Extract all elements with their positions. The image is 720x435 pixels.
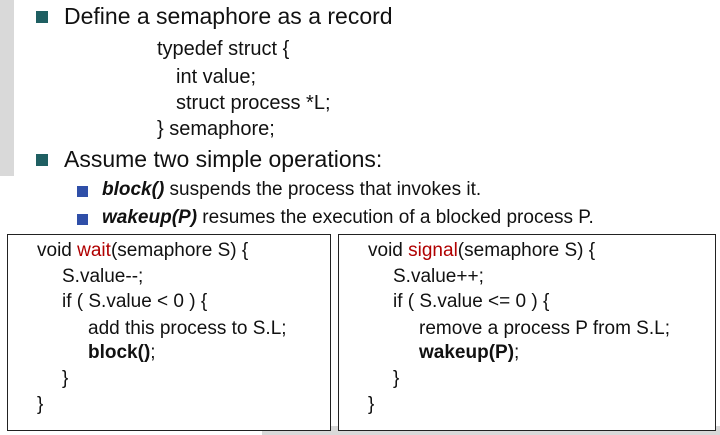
- signal-sig-prefix: void: [368, 240, 409, 261]
- wait-function-name: wait: [77, 240, 111, 261]
- wait-line-5: }: [62, 368, 69, 389]
- signal-line-4: wakeup(P);: [419, 343, 519, 362]
- wait-signature: void wait(semaphore S) {: [37, 241, 248, 260]
- square-bullet-icon: [36, 154, 48, 166]
- wakeup-keyword: wakeup(P): [102, 207, 198, 228]
- block-call: block(): [88, 342, 151, 363]
- wakeup-description: resumes the execution of a blocked proce…: [197, 207, 594, 228]
- typedef-line-2: int value;: [176, 66, 257, 88]
- signal-line-4-end: ;: [514, 342, 520, 363]
- signal-signature: void signal(semaphore S) {: [368, 241, 595, 260]
- typedef-line-1: typedef struct {: [157, 38, 290, 60]
- signal-code-box: void signal(semaphore S) { S.value++; if…: [338, 234, 716, 431]
- sub-bullet-icon: [77, 214, 88, 225]
- bullet-define-semaphore: Define a semaphore as a record: [64, 3, 393, 29]
- wakeup-call: wakeup(P): [419, 342, 515, 363]
- slide-left-margin-bar: [0, 0, 14, 176]
- typedef-line-4: } semaphore;: [157, 118, 275, 140]
- wait-sig-suffix: (semaphore S) {: [110, 240, 249, 261]
- signal-line-3: remove a process P from S.L;: [419, 318, 670, 339]
- wait-line-1: S.value--;: [62, 266, 144, 287]
- block-description: suspends the process that invokes it.: [164, 179, 482, 200]
- signal-line-5: }: [393, 368, 400, 389]
- signal-sig-suffix: (semaphore S) {: [457, 240, 596, 261]
- sub-bullet-icon: [77, 186, 88, 197]
- typedef-line-3: struct process *L;: [176, 92, 331, 114]
- wait-line-2: if ( S.value < 0 ) {: [62, 291, 208, 312]
- wait-line-3: add this process to S.L;: [88, 318, 287, 339]
- bullet-assume-operations: Assume two simple operations:: [64, 146, 383, 172]
- signal-line-1: S.value++;: [393, 266, 484, 287]
- signal-line-2: if ( S.value <= 0 ) {: [393, 291, 550, 312]
- signal-line-6: }: [368, 394, 375, 415]
- wait-sig-prefix: void: [37, 240, 78, 261]
- sub-bullet-wakeup: wakeup(P) resumes the execution of a blo…: [102, 208, 594, 227]
- wait-code-box: void wait(semaphore S) { S.value--; if (…: [7, 234, 331, 431]
- sub-bullet-block: block() suspends the process that invoke…: [102, 180, 481, 199]
- square-bullet-icon: [36, 11, 48, 23]
- wait-line-6: }: [37, 394, 44, 415]
- wait-line-4-end: ;: [150, 342, 156, 363]
- block-keyword: block(): [102, 179, 165, 200]
- signal-function-name: signal: [408, 240, 458, 261]
- wait-line-4: block();: [88, 343, 156, 362]
